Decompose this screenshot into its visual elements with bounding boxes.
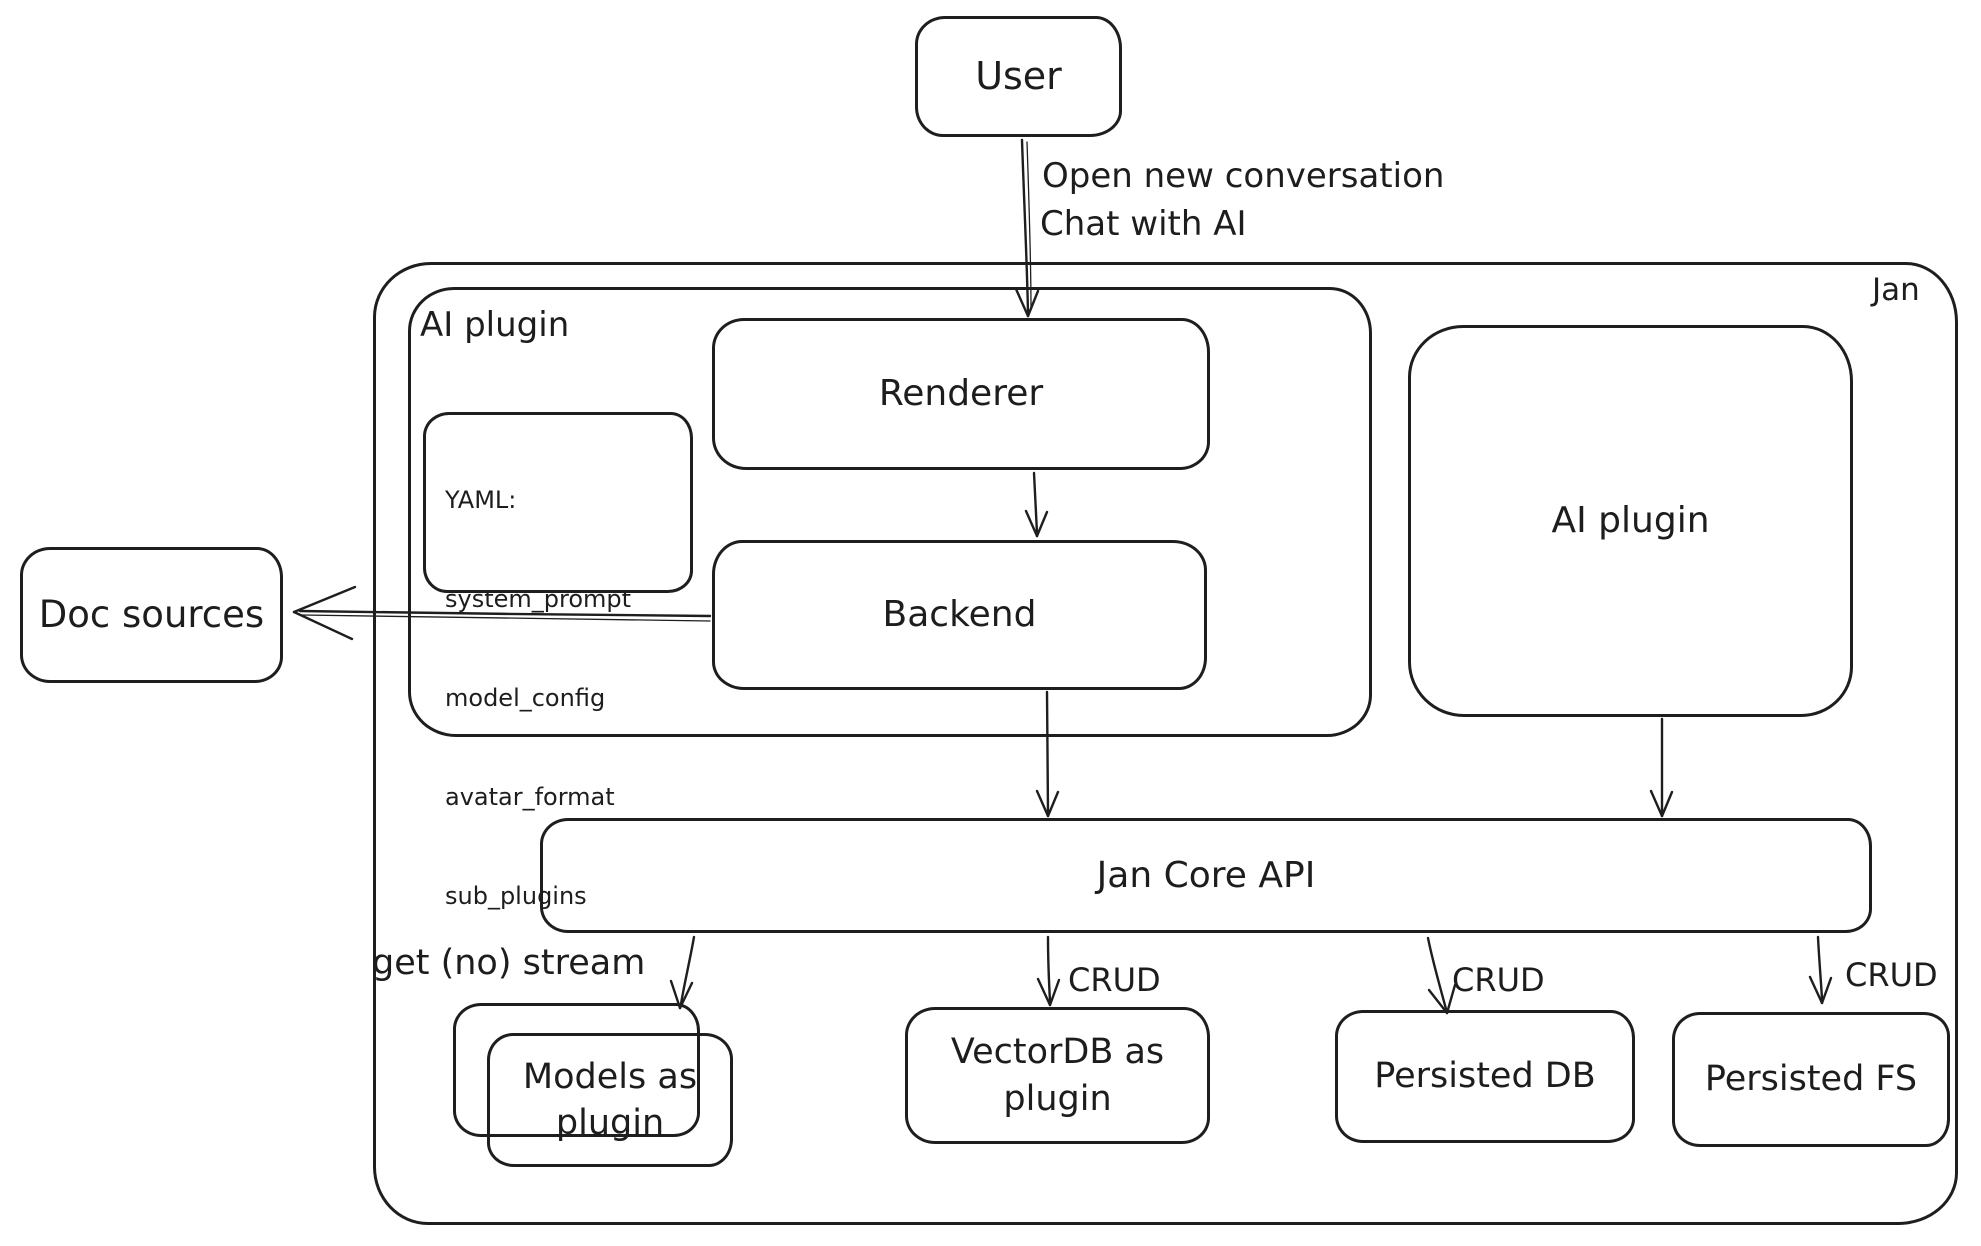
- node-user: User: [915, 16, 1122, 137]
- edge-label-crud-persisted-db: CRUD: [1452, 961, 1545, 999]
- vectordb-as-plugin-line1: VectorDB as: [950, 1032, 1165, 1073]
- models-as-plugin-line2: plugin: [555, 1103, 665, 1143]
- node-jan-core-api: Jan Core API: [540, 818, 1872, 933]
- yaml-field: system_prompt: [445, 585, 632, 613]
- ai-plugin-right-label: AI plugin: [1551, 500, 1710, 542]
- backend-label: Backend: [882, 594, 1037, 636]
- node-models-as-plugin-back: [453, 1003, 700, 1137]
- persisted-fs-label: Persisted FS: [1704, 1059, 1918, 1100]
- node-yaml-note: [423, 412, 693, 593]
- jan-core-api-label: Jan Core API: [1096, 854, 1316, 896]
- edge-label-crud-vectordb: CRUD: [1068, 961, 1161, 999]
- jan-container-label: Jan: [1872, 272, 1920, 308]
- renderer-label: Renderer: [878, 373, 1044, 415]
- node-vectordb-as-plugin: VectorDB as plugin: [905, 1007, 1210, 1144]
- edge-label-open-new-conversation: Open new conversation: [1042, 156, 1445, 196]
- node-doc-sources: Doc sources: [20, 547, 283, 683]
- yaml-field: model_config: [445, 684, 606, 712]
- node-persisted-db: Persisted DB: [1335, 1010, 1635, 1143]
- node-renderer: Renderer: [712, 318, 1210, 470]
- edge-label-get-no-stream: get (no) stream: [372, 943, 646, 983]
- node-persisted-fs: Persisted FS: [1672, 1012, 1950, 1147]
- node-ai-plugin-container: [408, 287, 1372, 737]
- yaml-note-text: YAML: system_prompt model_config avatar_…: [445, 418, 685, 979]
- vectordb-as-plugin-line2: plugin: [1003, 1078, 1112, 1119]
- yaml-title: YAML:: [445, 486, 517, 514]
- yaml-field: avatar_format: [445, 783, 615, 811]
- node-jan-container: [373, 262, 1958, 1225]
- node-ai-plugin-right: AI plugin: [1408, 325, 1853, 717]
- models-as-plugin-line1: Models as: [522, 1056, 698, 1097]
- ai-plugin-container-label: AI plugin: [420, 305, 570, 345]
- doc-sources-label: Doc sources: [38, 592, 265, 636]
- persisted-db-label: Persisted DB: [1374, 1056, 1596, 1097]
- edge-label-chat-with-ai: Chat with AI: [1040, 204, 1247, 244]
- node-backend: Backend: [712, 540, 1207, 690]
- user-label: User: [975, 54, 1062, 99]
- node-models-as-plugin: Models as plugin: [487, 1033, 733, 1167]
- edge-label-crud-persisted-fs: CRUD: [1845, 956, 1938, 994]
